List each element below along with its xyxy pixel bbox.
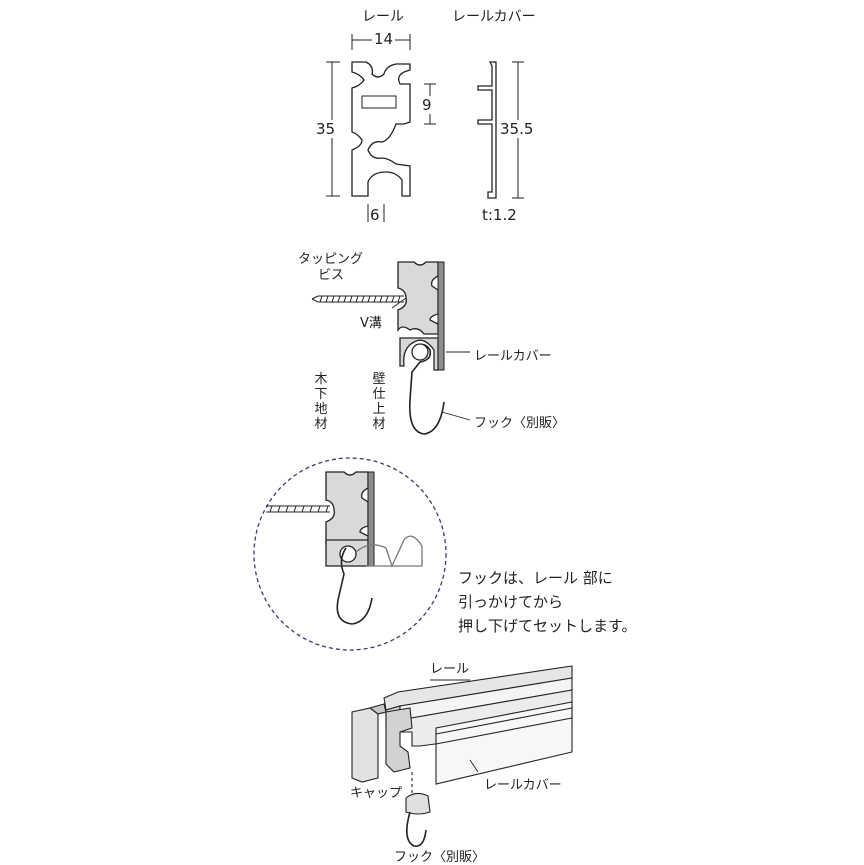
vgroove-label: V溝 (360, 316, 382, 331)
dim-width-14: 14 (372, 30, 396, 48)
dimension-lines (326, 34, 524, 222)
tapping-screw (311, 295, 404, 303)
screw-label-line1: タッピング (298, 252, 364, 267)
rail-label-assembly: レール (430, 662, 470, 677)
wall-finish-label: 壁仕上材 (372, 372, 386, 432)
hook-label-assembly: フック〈別販〉 (394, 850, 486, 865)
cover-label-assembly: レールカバー (484, 778, 562, 793)
wood-base-label: 木下地材 (314, 372, 328, 432)
cover-cross-section (477, 61, 497, 199)
instruction-line3: 押し下げてセットします。 (458, 617, 637, 635)
rail-label-top: レール (362, 9, 404, 25)
rail-profile (397, 261, 439, 335)
cover-label-top: レールカバー (452, 9, 536, 25)
dim-thickness: t:1.2 (482, 206, 517, 224)
instruction-line2: 引っかけてから (458, 593, 564, 611)
dim-height-35: 35 (316, 120, 336, 138)
hook-label-install: フック〈別販〉 (474, 416, 566, 431)
cap-label: キャップ (350, 786, 403, 801)
zoom-detail (253, 457, 447, 651)
hook-shape (408, 343, 445, 435)
screw-label-line2: ビス (318, 268, 345, 283)
dim-slot-9: 9 (422, 96, 432, 114)
cover-label-install: レールカバー (474, 349, 552, 364)
zoom-circle (253, 457, 447, 651)
cover-profile (437, 261, 445, 371)
rail-cross-section (351, 61, 411, 197)
assembly-view (351, 665, 573, 847)
dim-cover-35-5: 35.5 (500, 120, 534, 138)
dim-gap-6: 6 (370, 206, 380, 224)
installation-view (311, 261, 471, 435)
instruction-line1: フックは、レール 部に (458, 569, 613, 587)
